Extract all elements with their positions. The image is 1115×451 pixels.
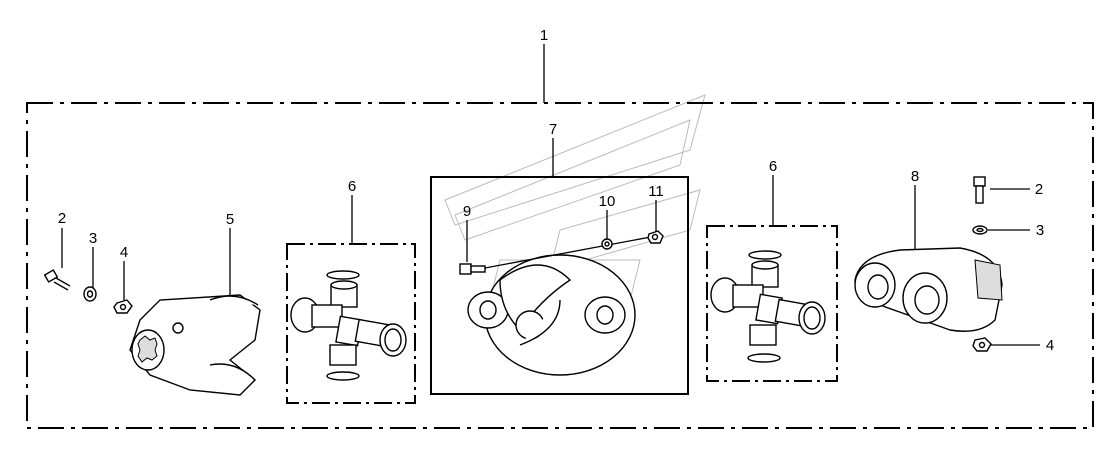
callout-4-left: 4	[120, 244, 128, 261]
bolt-right	[973, 176, 986, 204]
callout-1: 1	[540, 27, 548, 44]
callout-5: 5	[226, 211, 234, 228]
callout-6-left: 6	[348, 178, 356, 195]
nut-left	[113, 299, 133, 314]
callout-4-right: 4	[1046, 337, 1054, 354]
cross-kit-box-right	[706, 225, 838, 382]
coupling-box	[430, 176, 689, 395]
callout-7: 7	[549, 121, 557, 138]
leader-lines	[61, 44, 1040, 346]
assembly-boundary	[26, 102, 1094, 429]
clamp-yoke	[854, 247, 1003, 332]
cross-kit-box-left	[286, 243, 416, 404]
callout-2-left: 2	[58, 210, 66, 227]
nut-right	[972, 337, 992, 352]
callout-6-right: 6	[769, 158, 777, 175]
callout-9: 9	[463, 203, 471, 220]
coupling-disc	[467, 254, 636, 376]
bolt-axis	[484, 235, 657, 269]
cross-journal-right	[710, 250, 826, 363]
coupling-bolt	[459, 263, 486, 275]
washer-left	[83, 286, 97, 302]
bolt-left	[43, 269, 71, 291]
callout-10: 10	[599, 193, 616, 210]
washer-right	[972, 225, 988, 235]
callout-3-left: 3	[89, 230, 97, 247]
coupling-nut	[647, 230, 664, 244]
cross-journal-left	[290, 270, 407, 381]
callout-11: 11	[648, 183, 664, 200]
callout-8: 8	[911, 168, 919, 185]
callout-3-right: 3	[1036, 222, 1044, 239]
splined-yoke	[129, 294, 261, 396]
coupling-washer	[601, 238, 613, 250]
callout-2-right: 2	[1035, 181, 1043, 198]
